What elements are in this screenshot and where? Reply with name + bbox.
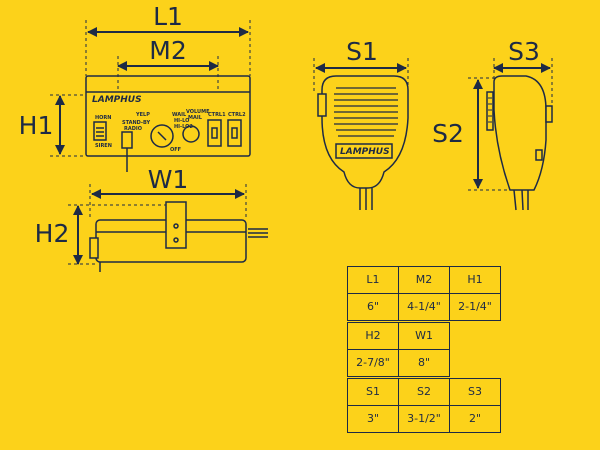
table-value-cell: 8"	[398, 349, 450, 377]
panel-label-off: OFF	[170, 147, 181, 153]
control-unit-side-view	[89, 201, 268, 272]
dimension-lines	[55, 27, 551, 265]
panel-label-wail: WAIL	[172, 112, 187, 118]
extension-lines	[50, 20, 553, 265]
table-header-cell: H1	[449, 266, 501, 294]
panel-label-ctrl1: CTRL1	[208, 112, 226, 118]
table-value-cell: 4-1/4"	[398, 293, 450, 321]
dimension-label-h1: H1	[19, 111, 54, 140]
panel-label-standby: STAND-BY	[122, 120, 151, 126]
dimension-label-s2: S2	[432, 119, 464, 148]
table-header-cell: S3	[449, 378, 501, 406]
dimension-label-w1: W1	[148, 165, 189, 194]
table-value-cell: 2"	[449, 405, 501, 433]
dimension-table-control-unit: L1 M2 H1 6" 4-1/4" 2-1/4"	[347, 266, 501, 321]
dimension-label-m2: M2	[149, 36, 186, 65]
table-header-cell: L1	[347, 266, 399, 294]
panel-label-hilo2: HI-LO2	[174, 124, 193, 130]
table-value-cell: 3"	[347, 405, 399, 433]
microphone-front-view	[317, 75, 409, 210]
dimension-label-s1: S1	[346, 37, 378, 66]
table-value-cell: 6"	[347, 293, 399, 321]
table-header-cell: H2	[347, 322, 399, 350]
panel-label-horn: HORN	[95, 115, 111, 121]
dimension-table-side: H2 W1 2-7/8" 8"	[347, 322, 450, 377]
microphone-side-view	[486, 75, 553, 211]
panel-label-yelp: YELP	[135, 112, 150, 118]
panel-label-mail: MAIL	[188, 115, 203, 121]
table-header-cell: W1	[398, 322, 450, 350]
control-unit-brand: LAMPHUS	[92, 95, 142, 105]
table-value-cell: 3-1/2"	[398, 405, 450, 433]
panel-label-volume: VOLUME	[186, 109, 210, 115]
dimension-label-h2: H2	[35, 219, 70, 248]
table-value-cell: 2-1/4"	[449, 293, 501, 321]
dimension-label-s3: S3	[508, 37, 540, 66]
table-header-cell: M2	[398, 266, 450, 294]
table-value-cell: 2-7/8"	[347, 349, 399, 377]
panel-label-ctrl2: CTRL2	[228, 112, 246, 118]
panel-label-radio: RADIO	[124, 126, 142, 132]
microphone-brand: LAMPHUS	[340, 147, 390, 157]
table-header-cell: S2	[398, 378, 450, 406]
panel-label-hilo: HI-LO	[174, 118, 189, 124]
panel-label-siren: SIREN	[95, 143, 112, 149]
dimension-label-l1: L1	[153, 2, 183, 31]
table-header-cell: S1	[347, 378, 399, 406]
control-unit-front-view	[85, 75, 251, 172]
dimension-table-microphone: S1 S2 S3 3" 3-1/2" 2"	[347, 378, 501, 433]
